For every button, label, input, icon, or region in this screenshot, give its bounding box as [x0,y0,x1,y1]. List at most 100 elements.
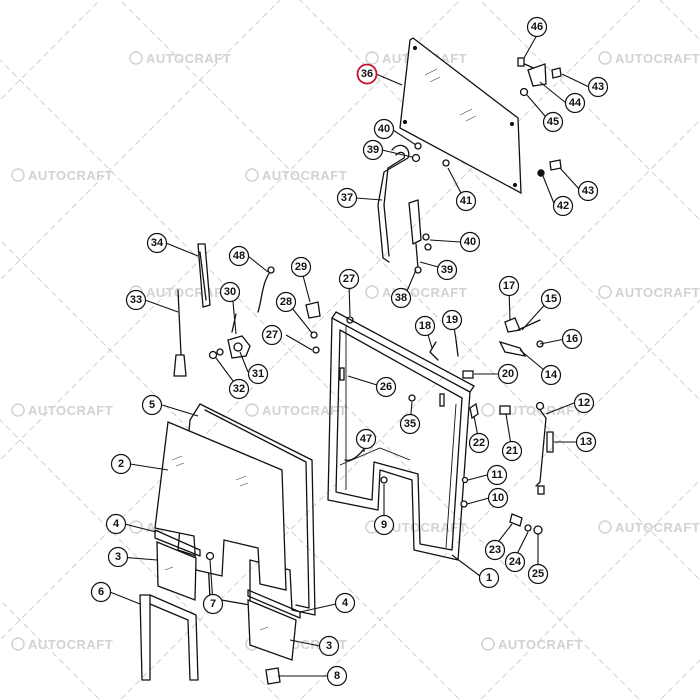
callout-6[interactable]: 6 [90,581,112,603]
callout-20[interactable]: 20 [497,363,519,385]
callout-39[interactable]: 39 [362,139,384,161]
svg-text:2: 2 [118,458,124,470]
callout-41[interactable]: 41 [455,190,477,212]
callout-42[interactable]: 42 [552,195,574,217]
hinge-hardware-upper [517,57,562,97]
svg-text:11: 11 [491,469,503,481]
callout-32[interactable]: 32 [228,378,250,400]
callout-8[interactable]: 8 [326,665,348,687]
svg-text:39: 39 [367,144,379,156]
svg-text:AUTOCRAFT: AUTOCRAFT [615,285,700,300]
svg-text:38: 38 [395,292,407,304]
callout-43[interactable]: 43 [587,76,609,98]
callout-1[interactable]: 1 [478,567,500,589]
callout-3[interactable]: 3 [318,635,340,657]
callout-29[interactable]: 29 [290,256,312,278]
callout-43[interactable]: 43 [577,180,599,202]
svg-text:8: 8 [334,670,340,682]
svg-text:42: 42 [557,200,569,212]
callout-11[interactable]: 11 [486,464,508,486]
callout-12[interactable]: 12 [573,392,595,414]
callout-45[interactable]: 45 [542,111,564,133]
callout-7[interactable]: 7 [202,593,224,615]
svg-text:34: 34 [151,237,164,249]
callout-27[interactable]: 27 [338,268,360,290]
callout-36[interactable]: 36 [356,63,378,85]
svg-text:AUTOCRAFT: AUTOCRAFT [28,403,113,418]
rear-glass-panel [399,37,522,195]
callout-37[interactable]: 37 [336,187,358,209]
callout-19[interactable]: 19 [441,309,463,331]
callout-44[interactable]: 44 [564,92,586,114]
svg-text:45: 45 [547,116,559,128]
svg-text:29: 29 [295,261,307,273]
svg-text:AUTOCRAFT: AUTOCRAFT [28,168,113,183]
svg-text:31: 31 [252,368,264,380]
watermark: AUTOCRAFT [11,637,113,652]
callout-24[interactable]: 24 [504,551,526,573]
svg-text:9: 9 [381,519,387,531]
watermark: AUTOCRAFT [245,168,347,183]
svg-text:26: 26 [380,381,392,393]
watermark: AUTOCRAFT [11,403,113,418]
callout-23[interactable]: 23 [484,539,506,561]
door-latch [498,317,544,357]
callout-31[interactable]: 31 [247,363,269,385]
callout-3[interactable]: 3 [107,546,129,568]
callout-40[interactable]: 40 [459,231,481,253]
svg-text:27: 27 [343,273,355,285]
callout-25[interactable]: 25 [527,563,549,585]
wiper-motor [208,313,251,360]
washer-hose [257,266,275,313]
callout-15[interactable]: 15 [540,288,562,310]
callout-33[interactable]: 33 [125,289,147,311]
svg-text:47: 47 [360,433,372,445]
callout-13[interactable]: 13 [575,431,597,453]
callout-4[interactable]: 4 [105,513,127,535]
svg-text:10: 10 [492,492,504,504]
callout-48[interactable]: 48 [228,245,250,267]
svg-text:16: 16 [566,333,578,345]
callout-9[interactable]: 9 [373,514,395,536]
svg-text:12: 12 [578,397,590,409]
svg-text:24: 24 [509,556,522,568]
watermark: AUTOCRAFT [598,520,700,535]
callout-38[interactable]: 38 [390,287,412,309]
svg-text:35: 35 [404,418,416,430]
callout-4[interactable]: 4 [334,592,356,614]
callout-28[interactable]: 28 [275,291,297,313]
svg-text:28: 28 [280,296,292,308]
callout-26[interactable]: 26 [375,376,397,398]
callout-47[interactable]: 47 [355,428,377,450]
glass-clip [205,551,215,561]
svg-text:3: 3 [115,551,121,563]
watermark: AUTOCRAFT [129,51,231,66]
callout-14[interactable]: 14 [540,364,562,386]
svg-text:AUTOCRAFT: AUTOCRAFT [262,168,347,183]
callout-35[interactable]: 35 [399,413,421,435]
callout-40[interactable]: 40 [373,118,395,140]
svg-text:AUTOCRAFT: AUTOCRAFT [615,51,700,66]
callout-2[interactable]: 2 [110,453,132,475]
callout-27[interactable]: 27 [261,324,283,346]
callout-10[interactable]: 10 [487,487,509,509]
callout-46[interactable]: 46 [526,16,548,38]
callout-22[interactable]: 22 [468,432,490,454]
svg-text:15: 15 [545,293,557,305]
svg-text:4: 4 [113,518,120,530]
callout-16[interactable]: 16 [561,328,583,350]
glass-seals [154,529,301,661]
svg-text:AUTOCRAFT: AUTOCRAFT [498,637,583,652]
parts [139,37,562,685]
svg-text:36: 36 [361,68,373,80]
callout-34[interactable]: 34 [146,232,168,254]
door-frame [327,311,475,561]
callout-21[interactable]: 21 [501,440,523,462]
callout-5[interactable]: 5 [141,394,163,416]
callout-39[interactable]: 39 [436,259,458,281]
callout-18[interactable]: 18 [414,315,436,337]
svg-text:AUTOCRAFT: AUTOCRAFT [28,637,113,652]
callout-17[interactable]: 17 [498,275,520,297]
svg-text:40: 40 [378,123,390,135]
callout-30[interactable]: 30 [219,281,241,303]
